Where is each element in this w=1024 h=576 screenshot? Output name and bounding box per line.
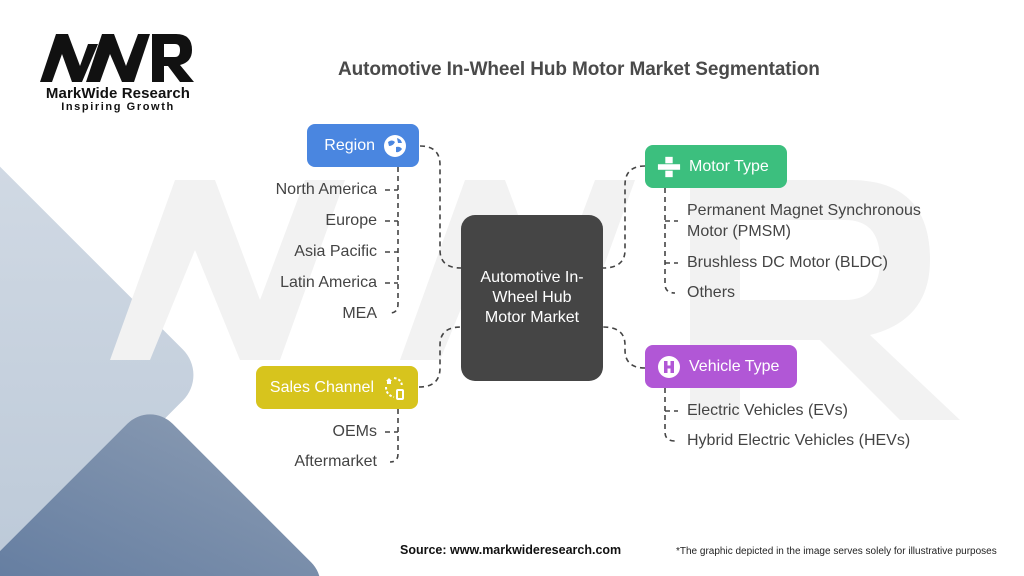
region-item-north-america: North America bbox=[275, 181, 377, 198]
brand-logo: MarkWide Research Inspiring Growth bbox=[38, 32, 198, 113]
vehicle-item-hevs: Hybrid Electric Vehicles (HEVs) bbox=[687, 432, 911, 449]
vehicle-item-evs: Electric Vehicles (EVs) bbox=[687, 402, 848, 419]
connector-vehicle-spine bbox=[664, 388, 676, 442]
connector-sales-spine bbox=[389, 409, 399, 463]
category-sales-channel[interactable]: Sales Channel bbox=[256, 366, 418, 409]
connector-sales-center bbox=[418, 326, 462, 388]
category-region-label: Region bbox=[324, 136, 375, 154]
brand-tagline: Inspiring Growth bbox=[61, 101, 175, 113]
connector-region-center bbox=[419, 145, 462, 269]
center-node-label: Automotive In-Wheel Hub Motor Market bbox=[480, 269, 584, 326]
region-item-europe: Europe bbox=[325, 212, 377, 229]
category-motor-type-label: Motor Type bbox=[689, 157, 769, 175]
connector-region-spine bbox=[389, 167, 399, 314]
sales-item-oems: OEMs bbox=[332, 423, 377, 440]
category-vehicle-type-label: Vehicle Type bbox=[689, 357, 780, 375]
hospital-h-icon bbox=[657, 355, 681, 379]
motor-item-others: Others bbox=[687, 284, 736, 301]
disclaimer-note: *The graphic depicted in the image serve… bbox=[676, 546, 997, 557]
region-item-latin-america: Latin America bbox=[280, 274, 377, 291]
category-vehicle-type[interactable]: Vehicle Type bbox=[645, 345, 797, 388]
category-region[interactable]: Region bbox=[307, 124, 419, 167]
motor-item-pmsm-line1: Permanent Magnet Synchronous bbox=[687, 202, 921, 219]
category-sales-channel-label: Sales Channel bbox=[269, 378, 374, 396]
region-item-asia-pacific: Asia Pacific bbox=[294, 243, 377, 260]
source-citation: Source: www.markwideresearch.com bbox=[400, 543, 622, 557]
connector-vehicle-center bbox=[602, 326, 646, 369]
brand-name: MarkWide Research bbox=[45, 85, 191, 102]
category-motor-type[interactable]: Motor Type bbox=[645, 145, 787, 188]
motor-item-bldc: Brushless DC Motor (BLDC) bbox=[687, 254, 888, 271]
page-title: Automotive In-Wheel Hub Motor Market Seg… bbox=[338, 59, 820, 80]
divide-icon bbox=[657, 155, 681, 179]
connector-motor-center bbox=[602, 165, 646, 269]
globe-icon bbox=[383, 134, 407, 158]
omnichannel-icon bbox=[382, 376, 406, 400]
mwr-logo-icon bbox=[40, 34, 194, 82]
sales-item-aftermarket: Aftermarket bbox=[294, 453, 377, 470]
center-node: Automotive In-Wheel Hub Motor Market bbox=[461, 215, 603, 381]
region-item-mea: MEA bbox=[342, 305, 377, 322]
motor-item-pmsm-line2: Motor (PMSM) bbox=[687, 223, 791, 240]
connector-motor-spine bbox=[664, 188, 676, 294]
